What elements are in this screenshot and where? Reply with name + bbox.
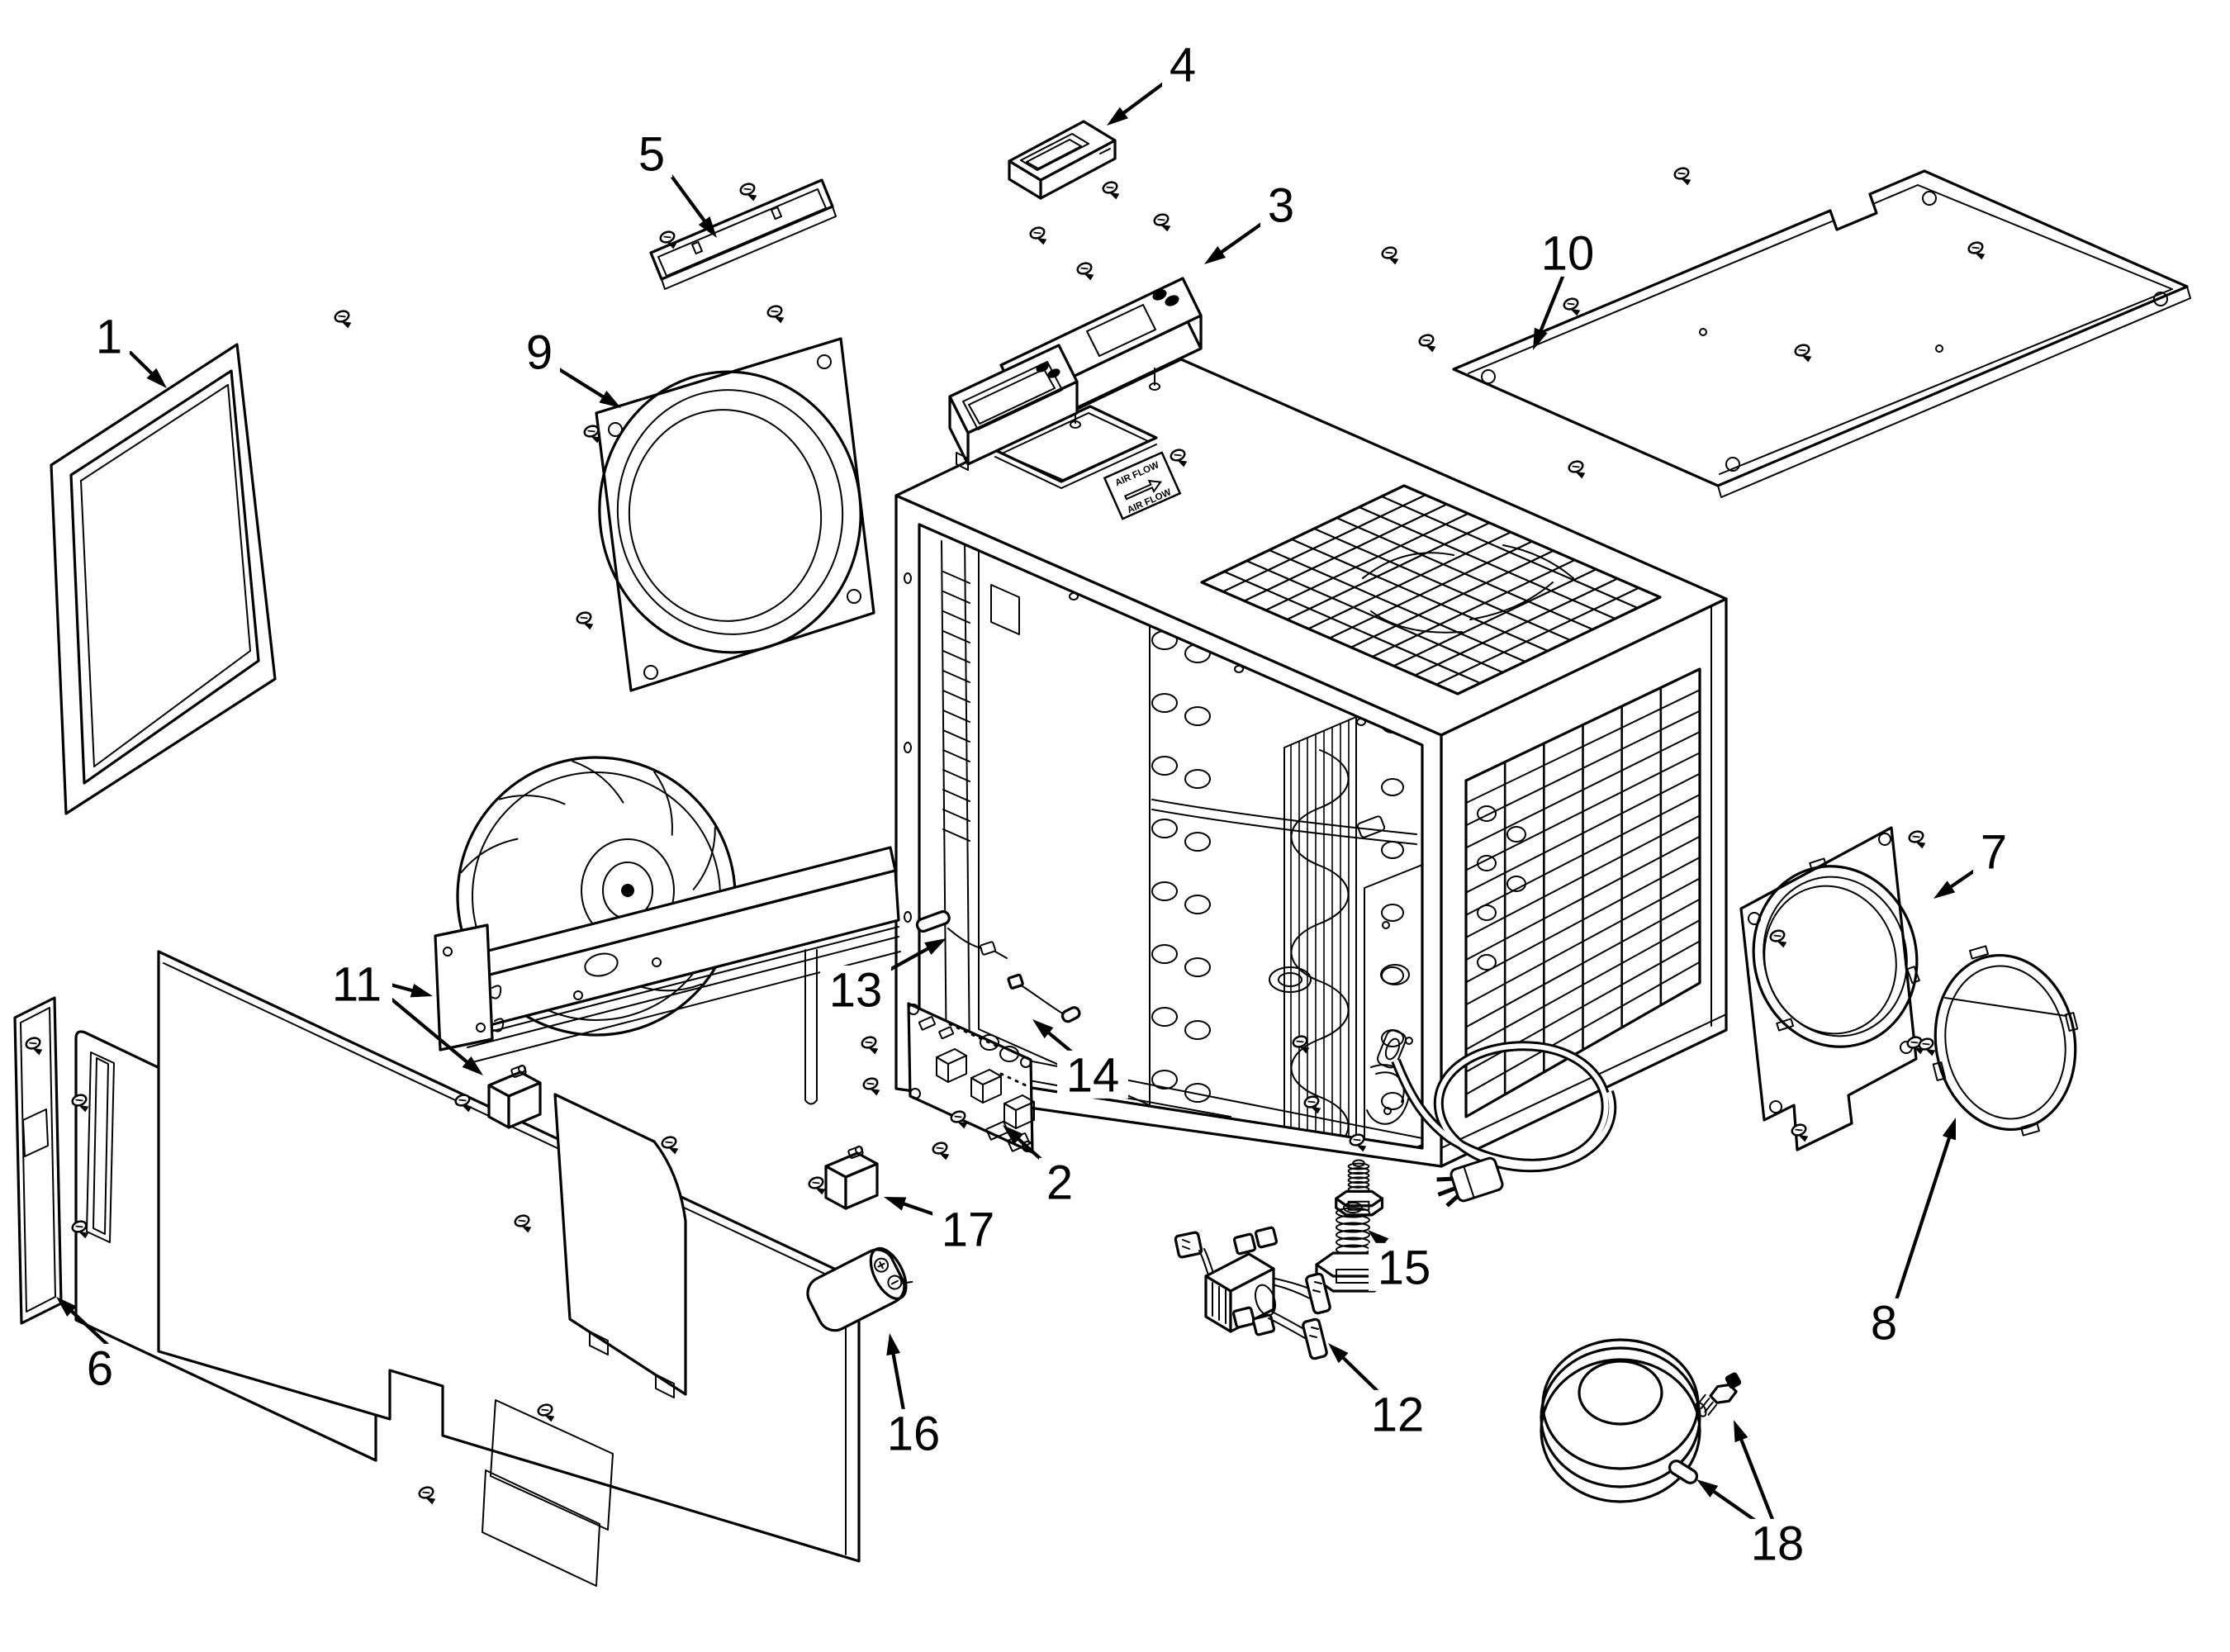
part-main-cabinet: AIR FLOW AIR FLOW (894, 358, 1728, 1217)
callout-number-15: 15 (1378, 1241, 1431, 1295)
part-8-retainer-ring (1932, 945, 2079, 1137)
screw-icon (574, 610, 596, 634)
side-panel (157, 950, 861, 1587)
power-cord (1377, 1029, 1617, 1208)
callout-number-18: 18 (1751, 1517, 1805, 1571)
part-18-hose-fitting (1695, 1372, 1742, 1417)
callout-1: 1 (88, 311, 167, 388)
screw-icon (1416, 332, 1439, 357)
callout-number-8: 8 (1871, 1297, 1897, 1351)
part-3-control-panel (948, 277, 1203, 471)
part-9-fan-shroud (595, 337, 875, 692)
callout-number-6: 6 (87, 1342, 113, 1396)
screw-icon (930, 1140, 952, 1165)
screw-icon (1075, 260, 1097, 285)
callout-14: 14 (1032, 1019, 1128, 1103)
callout-10: 10 (1532, 227, 1603, 350)
callout-number-3: 3 (1268, 179, 1294, 233)
callout-number-12: 12 (1371, 1389, 1425, 1442)
support-rod (804, 949, 818, 1105)
callout-12: 12 (1328, 1343, 1433, 1442)
callout-16: 16 (878, 1333, 949, 1461)
callout-18: 18 (1696, 1420, 1813, 1571)
part-16-capacitor (806, 1246, 913, 1332)
callout-8: 8 (1863, 1118, 1957, 1351)
part-11-plate (434, 923, 505, 1051)
callout-7: 7 (1933, 826, 2014, 899)
callout-15: 15 (1368, 1230, 1440, 1295)
callout-13: 13 (820, 938, 947, 1018)
condenser-fan-guard (1200, 484, 1662, 695)
callout-number-9: 9 (526, 326, 553, 380)
part-17-relay (824, 1146, 879, 1210)
callout-number-4: 4 (1170, 39, 1196, 93)
callout-5: 5 (631, 128, 717, 238)
screw-icon (416, 1484, 439, 1509)
screw-icon (1379, 244, 1402, 269)
part-10-top-cover (1452, 169, 2191, 498)
callout-11: 11 (321, 958, 483, 1075)
callout-number-13: 13 (829, 964, 883, 1018)
part-5-louver-panel (649, 178, 837, 290)
inner-partition-panel (553, 1093, 687, 1398)
part-11-relay (487, 1065, 542, 1129)
callout-number-10: 10 (1541, 227, 1595, 281)
callout-17: 17 (884, 1197, 1004, 1257)
part-4-display-cover (1008, 120, 1117, 200)
callout-9: 9 (519, 326, 621, 408)
callout-number-1: 1 (96, 311, 122, 364)
leveling-foot-installed (1335, 1159, 1384, 1217)
part-2-control-board (907, 1002, 1035, 1154)
cabinet-front-opening (918, 523, 1424, 1150)
callout-number-7: 7 (1981, 826, 2007, 880)
callout-2: 2 (1003, 1125, 1080, 1210)
power-plug (1436, 1156, 1504, 1208)
part-14-sensor-wire (1007, 973, 1081, 1023)
callout-number-17: 17 (942, 1203, 995, 1257)
screw-icon (765, 303, 787, 328)
callout-4: 4 (1107, 39, 1203, 126)
screw-icon (1906, 828, 1929, 853)
screw-icon (1151, 211, 1174, 236)
part-13-sensor-wire (915, 910, 1008, 959)
part-18-drain-hose (1540, 1338, 1701, 1503)
part-1-filter-frame (50, 343, 277, 815)
screw-icon (1027, 225, 1050, 249)
screw-icon (1566, 458, 1588, 483)
part-12-wire-harness (1174, 1226, 1331, 1360)
screw-icon (861, 1075, 883, 1100)
screw-icon (738, 181, 760, 206)
part-6-side-trim-panel (13, 996, 63, 1325)
callout-number-14: 14 (1066, 1049, 1120, 1103)
callout-number-11: 11 (332, 958, 382, 1012)
screw-icon (806, 1175, 828, 1199)
callout-number-5: 5 (638, 128, 665, 182)
part-7-fan-panel (1739, 826, 1920, 1151)
callout-6: 6 (56, 1297, 121, 1396)
screw-icon (1100, 179, 1122, 204)
screw-icon (1672, 165, 1694, 190)
screw-icon (332, 308, 354, 333)
callout-number-16: 16 (887, 1408, 941, 1461)
callout-3: 3 (1204, 179, 1302, 264)
screw-icon (859, 1034, 881, 1059)
blower-assembly (456, 756, 901, 1105)
callout-number-2: 2 (1046, 1156, 1073, 1210)
